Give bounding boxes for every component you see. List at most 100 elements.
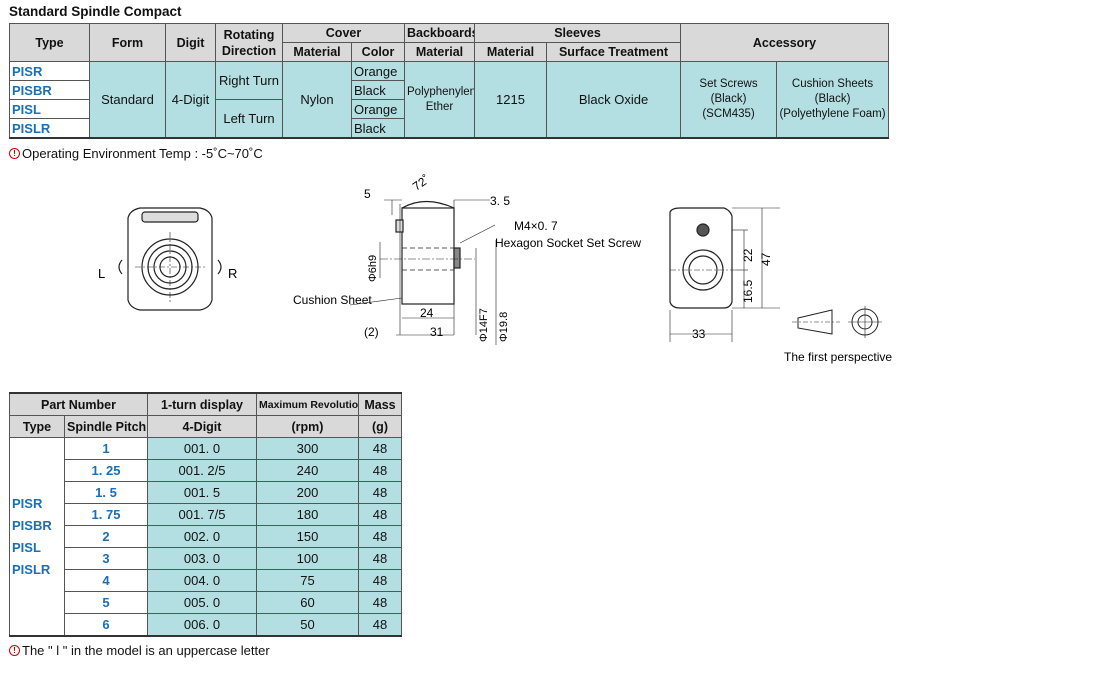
mass-cell: 48: [358, 437, 402, 460]
type-item: PISLR: [12, 561, 51, 577]
dim-22: 22: [741, 248, 755, 262]
pitch-cell: 6: [64, 613, 148, 637]
rpm-cell: 300: [256, 437, 359, 460]
table-row: 1. 25 001. 2/5 240 48: [10, 459, 402, 482]
pitch-cell: 1. 5: [64, 481, 148, 504]
rpm-cell: 75: [256, 569, 359, 592]
temperature-note: ! Operating Environment Temp : -5˚C~70˚C: [9, 146, 263, 161]
digit-cell: 4-Digit: [165, 61, 216, 139]
surface-treatment-cell: Black Oxide: [545, 61, 682, 139]
display-cell: 001. 7/5: [147, 503, 257, 526]
rpm-cell: 60: [256, 591, 359, 614]
display-cell: 005. 0: [147, 591, 257, 614]
temperature-note-text: Operating Environment Temp : -5˚C~70˚C: [22, 146, 263, 161]
rpm-cell: 50: [256, 613, 359, 637]
dim-2: (2): [364, 325, 379, 339]
label-l: L: [98, 266, 105, 281]
header-rotating-direction: Rotating Direction: [215, 23, 283, 62]
rpm-cell: 200: [256, 481, 359, 504]
display-cell: 002. 0: [147, 525, 257, 548]
header-mass: Mass: [358, 392, 402, 416]
accessory-cushion-sheets: Cushion Sheets (Black) (Polyethylene Foa…: [776, 61, 890, 139]
first-perspective-label: The first perspective: [784, 350, 892, 364]
display-cell: 001. 2/5: [147, 459, 257, 482]
header-digit: Digit: [165, 23, 216, 62]
mass-cell: 48: [358, 591, 402, 614]
pitch-cell: 1. 25: [64, 459, 148, 482]
mass-cell: 48: [358, 613, 402, 637]
caution-icon: !: [9, 148, 20, 159]
rpm-cell: 240: [256, 459, 359, 482]
mass-cell: 48: [358, 569, 402, 592]
table-row: 4 004. 0 75 48: [10, 569, 402, 592]
header-type: Type: [9, 415, 65, 438]
type-list: PISR PISBR PISL PISLR: [9, 437, 65, 637]
mass-cell: 48: [358, 459, 402, 482]
rpm-cell: 150: [256, 525, 359, 548]
table-row: 2 002. 0 150 48: [10, 525, 402, 548]
dia-6: Φ6h9: [367, 255, 379, 282]
pitch-cell: 3: [64, 547, 148, 570]
cushion-label: Cushion Sheet: [293, 293, 372, 307]
type-item: PISBR: [12, 517, 52, 533]
type-cell: PISBR: [9, 80, 90, 100]
header-cover-material: Material: [282, 42, 352, 62]
header-sleeves: Sleeves: [473, 23, 682, 43]
header-g: (g): [358, 415, 402, 438]
color-cell: Black: [351, 80, 405, 100]
header-form: Form: [89, 23, 166, 62]
display-cell: 001. 5: [147, 481, 257, 504]
mass-cell: 48: [358, 525, 402, 548]
table-row: 3 003. 0 100 48: [10, 547, 402, 570]
part-table: Part Number 1-turn display Maximum Revol…: [9, 392, 402, 637]
thread-label: M4×0. 7: [514, 219, 558, 233]
color-cell: Orange: [351, 61, 405, 81]
header-accessory: Accessory: [680, 23, 890, 62]
front-view: [118, 207, 222, 311]
header-rpm: (rpm): [256, 415, 359, 438]
rear-view: [669, 207, 780, 342]
header-sleeves-material: Material: [474, 42, 547, 62]
display-cell: 006. 0: [147, 613, 257, 637]
dim-3-5: 3. 5: [490, 194, 510, 208]
header-surface-treatment: Surface Treatment: [545, 42, 682, 62]
left-turn-cell: Left Turn: [215, 99, 283, 139]
uppercase-note-text: The " l " in the model is an uppercase l…: [22, 643, 270, 658]
type-cell: PISLR: [9, 118, 90, 139]
type-item: PISR: [12, 495, 43, 511]
dim-24: 24: [420, 306, 434, 320]
header-part-number: Part Number: [9, 392, 148, 416]
dim-31: 31: [430, 325, 444, 339]
pitch-cell: 1: [64, 437, 148, 460]
dim-5: 5: [364, 187, 371, 201]
type-cell: PISR: [9, 61, 90, 81]
display-cell: 001. 0: [147, 437, 257, 460]
uppercase-note: ! The " l " in the model is an uppercase…: [9, 643, 270, 658]
mass-cell: 48: [358, 503, 402, 526]
projection-symbol-icon: [792, 306, 882, 338]
sleeve-material-cell: 1215: [474, 61, 547, 139]
header-one-turn: 1-turn display: [147, 392, 257, 416]
cover-material-cell: Nylon: [282, 61, 352, 139]
display-cell: 003. 0: [147, 547, 257, 570]
page-title: Standard Spindle Compact: [9, 4, 182, 19]
dim-47: 47: [759, 252, 773, 266]
technical-drawing: L R 5 72˚ 3. 5 M4×0. 7 Hexagon Socket Se…: [98, 172, 892, 364]
right-turn-cell: Right Turn: [215, 61, 283, 100]
screw-label: Hexagon Socket Set Screw: [495, 236, 641, 250]
header-spindle-pitch: Spindle Pitch: [64, 415, 148, 438]
dia-14: Φ14F7: [478, 308, 490, 342]
dim-33: 33: [692, 327, 706, 341]
spec-table: Type Form Digit Rotating Direction Cover…: [9, 23, 890, 139]
display-cell: 004. 0: [147, 569, 257, 592]
table-row: 1. 5 001. 5 200 48: [10, 481, 402, 504]
header-cover: Cover: [282, 23, 405, 43]
mass-cell: 48: [358, 547, 402, 570]
header-backboards-material: Material: [404, 42, 475, 62]
rpm-cell: 180: [256, 503, 359, 526]
table-row: 5 005. 0 60 48: [10, 591, 402, 614]
type-item: PISL: [12, 539, 41, 555]
dia-19-8: Φ19.8: [498, 312, 510, 342]
pitch-cell: 1. 75: [64, 503, 148, 526]
header-type: Type: [9, 23, 90, 62]
